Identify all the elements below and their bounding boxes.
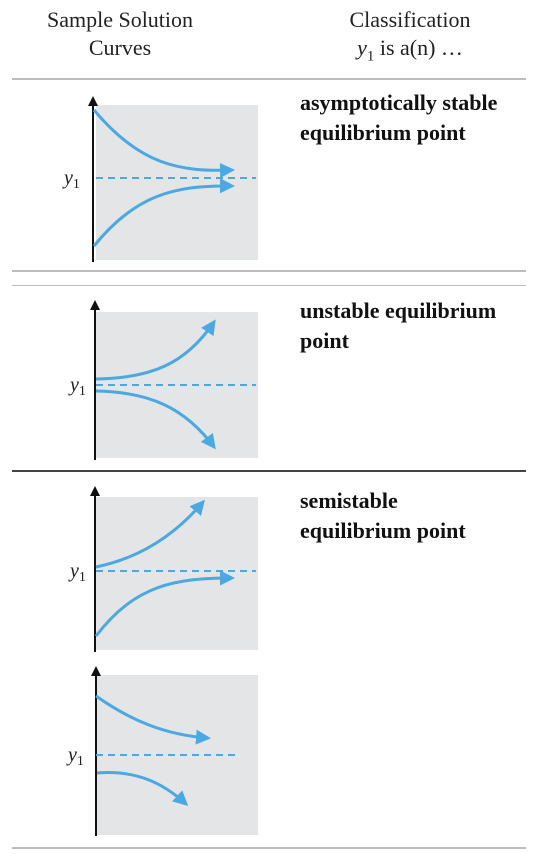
classification-unstable: unstable equilibrium point	[300, 296, 530, 356]
header-left-line1: Sample Solution	[46, 7, 194, 32]
curve-upper-diverging	[95, 319, 216, 381]
panel-semistable-1: y1	[68, 486, 258, 652]
panel-unstable: y1	[68, 300, 258, 460]
curve-upper-decreasing	[92, 109, 235, 178]
curve-upper-approaching	[95, 694, 211, 745]
header-sample-curves: Sample Solution Curves	[10, 6, 230, 62]
table-bottom-rule	[12, 847, 526, 849]
row1-bottom-rule	[12, 270, 526, 272]
class-row3-line2: equilibrium point	[300, 518, 466, 543]
y1-label: y1	[68, 374, 86, 399]
header-left-line2: Curves	[88, 35, 152, 60]
curve-lower-diverging	[95, 389, 216, 450]
panel-asymptotically-stable: y1	[62, 96, 258, 262]
class-row2-line1: unstable equilibrium	[300, 298, 497, 323]
curve-lower-diverging	[96, 771, 189, 807]
class-row3-line1: semistable	[300, 488, 398, 513]
row2-bottom-rule	[12, 470, 526, 472]
class-row1-line2: equilibrium point	[300, 120, 466, 145]
curve-lower-approaching	[94, 570, 235, 637]
panel-semistable-2: y1	[66, 666, 258, 836]
row2-top-rule	[12, 285, 526, 286]
class-row1-line1: asymptotically stable	[300, 90, 498, 115]
y1-label: y1	[68, 560, 86, 585]
panel-background	[96, 497, 258, 650]
panel-background	[96, 105, 258, 260]
header-rest: is a(n) …	[374, 35, 463, 60]
header-sub: 1	[366, 48, 375, 65]
header-var: y	[357, 35, 367, 60]
curve-upper-diverging	[95, 499, 205, 569]
y1-label: y1	[66, 744, 84, 769]
classification-asymptotically-stable: asymptotically stable equilibrium point	[300, 88, 530, 148]
header-right-line1: Classification	[349, 7, 471, 32]
curve-lower-increasing	[92, 178, 235, 247]
header-rule	[12, 78, 526, 80]
classification-semistable: semistable equilibrium point	[300, 486, 530, 546]
header-right-line2: y1 is a(n) …	[290, 34, 530, 65]
y1-label: y1	[62, 167, 80, 192]
class-row2-line2: point	[300, 328, 349, 353]
header-classification: Classification y1 is a(n) …	[290, 6, 530, 65]
